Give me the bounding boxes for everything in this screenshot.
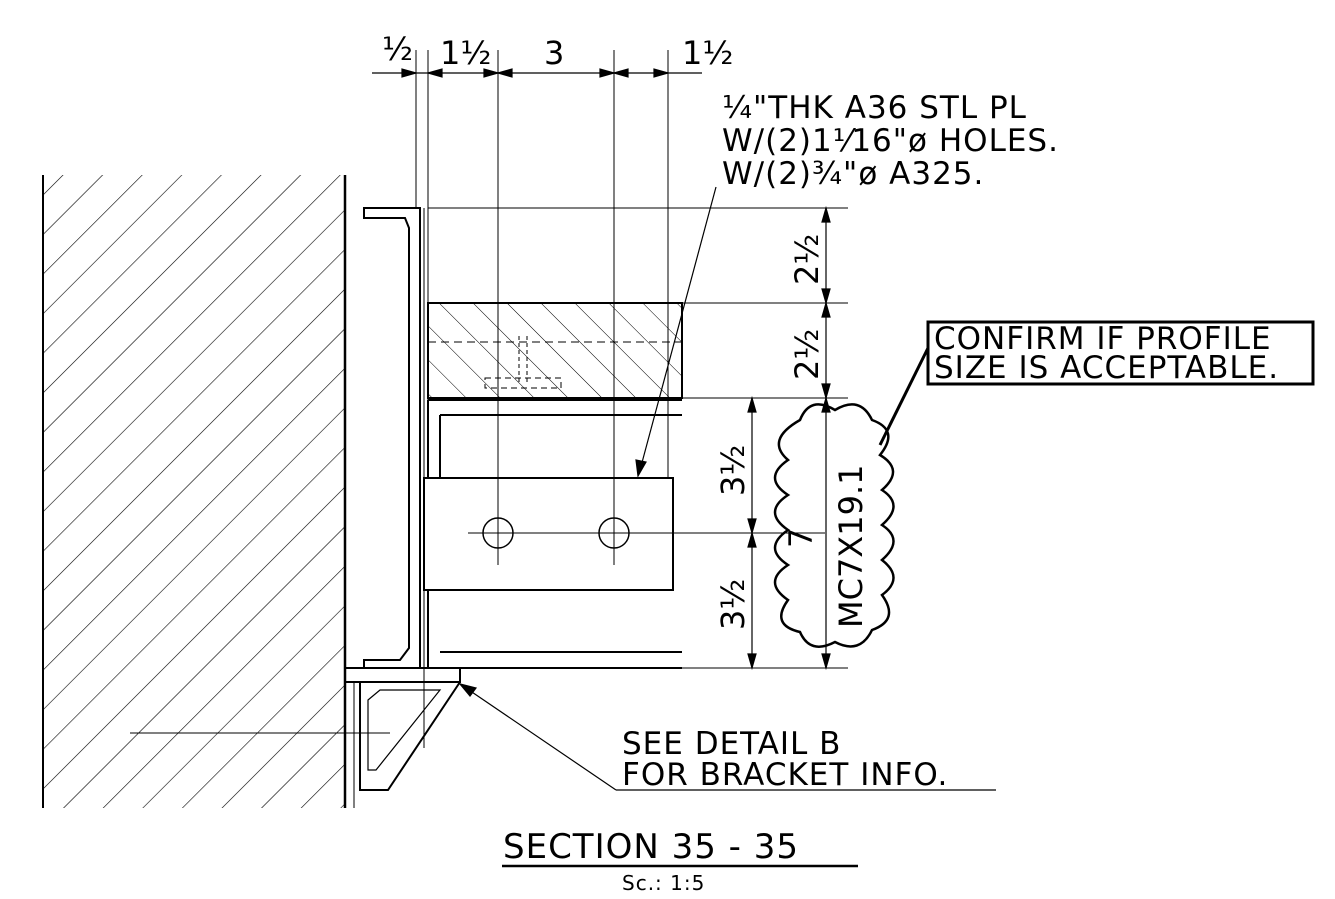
confirm-note-line-2: SIZE IS ACCEPTABLE. bbox=[934, 350, 1279, 386]
revision-cloud bbox=[773, 403, 895, 648]
confirm-note-line-1: CONFIRM IF PROFILE bbox=[934, 321, 1272, 357]
bracket bbox=[130, 667, 461, 808]
member-size-label: MC7X19.1 bbox=[832, 465, 870, 628]
detail-note-line-1: SEE DETAIL B bbox=[622, 726, 841, 762]
steel-plate bbox=[423, 477, 825, 591]
right-upper-dimension-line bbox=[821, 205, 831, 401]
plate-note-line-2: W/(2)1⅟16"ø HOLES. bbox=[722, 123, 1059, 159]
section-scale: Sc.: 1:5 bbox=[622, 871, 705, 895]
detail-leader bbox=[458, 682, 996, 791]
dim-right-lower-1: 3½ bbox=[714, 445, 752, 496]
plate-note-line-1: ¼"THK A36 STL PL bbox=[722, 90, 1027, 126]
right-extension-lines bbox=[428, 207, 848, 669]
right-lower-dimension-line bbox=[747, 395, 757, 671]
dim-right-upper-2: 2½ bbox=[788, 329, 826, 380]
member-depth-label: 7 bbox=[782, 528, 820, 548]
confirm-note-box bbox=[878, 320, 1315, 446]
dim-top-3: 3 bbox=[544, 34, 564, 72]
plate-leader bbox=[635, 186, 717, 478]
dim-right-lower-2: 3½ bbox=[714, 579, 752, 630]
dim-right-upper-1: 2½ bbox=[788, 234, 826, 285]
section-title: SECTION 35 - 35 bbox=[503, 827, 799, 867]
concrete-wall bbox=[42, 175, 347, 808]
dim-top-2: 1½ bbox=[440, 34, 491, 72]
plate-note-line-3: W/(2)¾"ø A325. bbox=[722, 156, 984, 192]
dim-top-4: 1½ bbox=[682, 34, 733, 72]
top-dimension-line bbox=[372, 68, 702, 78]
member-depth-dimension-line bbox=[821, 395, 831, 671]
detail-note-line-2: FOR BRACKET INFO. bbox=[622, 757, 948, 793]
hatched-block bbox=[427, 302, 683, 399]
dim-top-1: ½ bbox=[382, 30, 413, 68]
extension-lines bbox=[415, 50, 669, 565]
